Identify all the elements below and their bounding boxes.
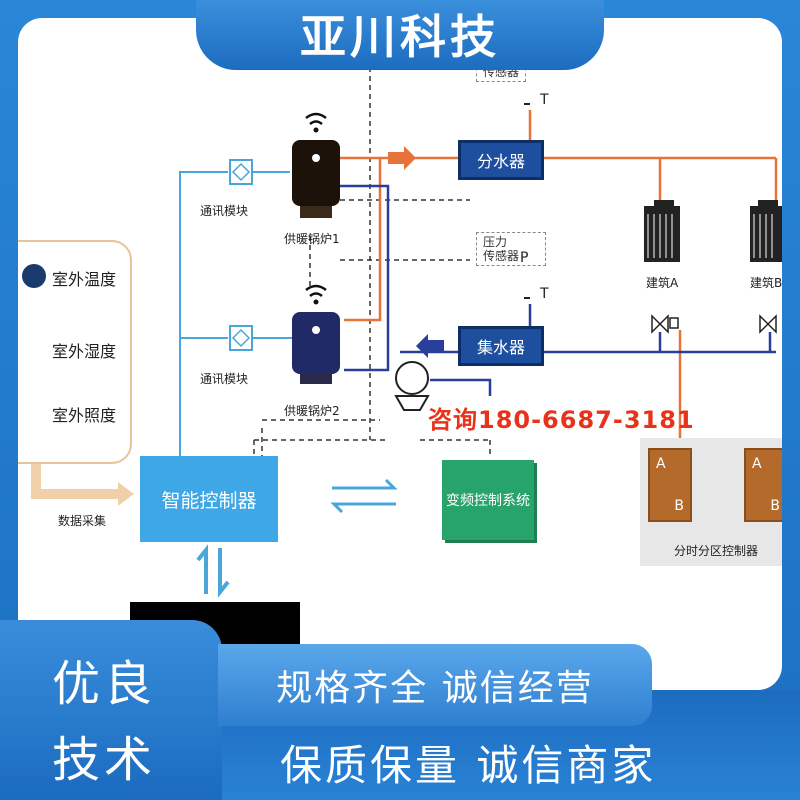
data-collection-label: 数据采集: [58, 514, 107, 528]
valve-a-icon: [651, 314, 679, 334]
down-arrow: [218, 548, 230, 598]
outdoor-humidity-label: 室外湿度: [52, 342, 117, 361]
up-arrow: [196, 544, 208, 594]
bottom-left-line-2: 技术: [52, 732, 157, 788]
pressure-sensor-box: 压力 传感器: [476, 232, 546, 266]
comm-module-2-icon: [229, 325, 253, 351]
boiler-1-icon: [292, 112, 340, 218]
slogan-pill-text: 规格齐全 诚信经营: [276, 668, 594, 709]
bottom-left-line-1: 优良: [52, 656, 157, 712]
bottom-slogan: 保质保量 诚信商家: [280, 724, 800, 800]
circulation-pump-icon: [394, 361, 430, 411]
building-a-label: 建筑A: [646, 276, 679, 290]
building-b-icon: [750, 200, 782, 262]
temp-symbol-2: T: [540, 286, 549, 302]
comm-module-1-label: 通讯模块: [200, 204, 249, 218]
hotline-text: 咨询180-6687-3181: [428, 406, 695, 434]
bottom-slogan-text: 保质保量 诚信商家: [280, 740, 657, 790]
brand-title: 亚川科技: [300, 10, 500, 64]
supply-manifold: 分水器: [458, 140, 544, 180]
comm-module-1-icon: [229, 159, 253, 185]
exchange-arrow-right: [332, 478, 398, 490]
return-manifold: 集水器: [458, 326, 544, 366]
boiler-1-label: 供暖锅炉1: [284, 232, 340, 246]
supply-pipes: [340, 110, 778, 440]
zone-unit-2-b: B: [770, 498, 780, 514]
pressure-symbol: P: [520, 250, 529, 266]
boiler-2-icon: [292, 284, 340, 384]
pressure-sensor-label: 压力 传感器: [483, 235, 520, 263]
return-pipes: [340, 184, 776, 396]
zone-unit-2-a: A: [752, 456, 762, 472]
bottom-left-tab: 优良 技术: [0, 620, 222, 800]
outdoor-sensor-panel: 室外温度 室外湿度 室外照度: [18, 240, 132, 464]
outdoor-temperature-label: 室外温度: [52, 270, 117, 289]
control-lines: [253, 40, 491, 458]
vfd-control-system: 变频控制系统: [442, 460, 534, 540]
slogan-pill: 规格齐全 诚信经营: [218, 644, 652, 726]
system-diagram-canvas: [31, 40, 782, 598]
temp-sensor-ticks: [524, 103, 530, 299]
comm-module-2-label: 通讯模块: [200, 372, 249, 386]
zone-unit-1-a: A: [656, 456, 666, 472]
temperature-sensor-icon: [22, 264, 46, 288]
signal-lines: [179, 171, 292, 456]
smart-controller: 智能控制器: [140, 456, 278, 542]
zone-unit-1: A B: [648, 448, 692, 522]
building-a-icon: [644, 200, 680, 262]
zone-controller-label: 分时分区控制器: [674, 544, 759, 558]
outdoor-illuminance-label: 室外照度: [52, 406, 117, 425]
valve-b-icon: [759, 314, 777, 334]
building-b-label: 建筑B: [750, 276, 782, 290]
supply-flow-arrow: [388, 146, 416, 170]
exchange-arrow-left: [330, 502, 396, 514]
zone-unit-1-b: B: [674, 498, 684, 514]
data-collection-arrowhead: [118, 482, 134, 506]
temp-symbol-1: T: [540, 92, 549, 108]
diagram-panel: 室外温度 室外湿度 室外照度 通讯模块 通讯模块 供暖锅炉1 供暖锅炉2 分水器…: [18, 18, 782, 690]
return-flow-arrow: [416, 334, 444, 358]
header-banner: 亚川科技: [196, 0, 604, 70]
zone-unit-2: A B: [744, 448, 782, 522]
boiler-2-label: 供暖锅炉2: [284, 404, 340, 418]
